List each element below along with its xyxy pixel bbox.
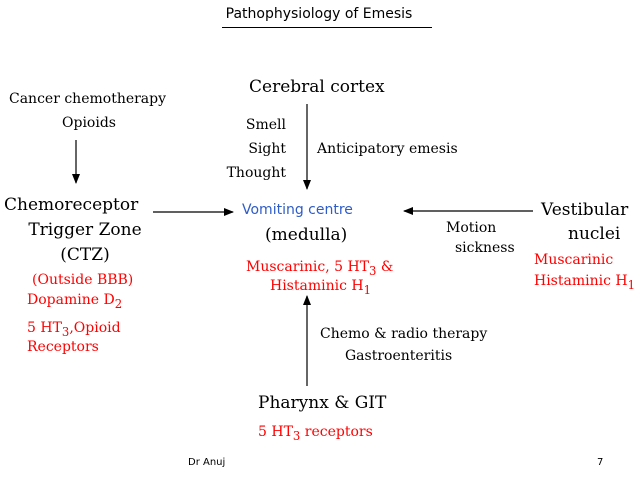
vestibular-receptor-muscarinic: Muscarinic <box>534 252 614 268</box>
footer-author: Dr Anuj <box>188 457 226 468</box>
pharynx-receptors: 5 HT3 receptors <box>258 424 373 443</box>
opioids-label: Opioids <box>62 115 116 131</box>
footer-page-number: 7 <box>597 457 604 468</box>
outside-bbb-note: (Outside BBB) <box>32 272 134 288</box>
stimulus-sight: Sight <box>248 141 286 157</box>
ctz-receptor-dopamine: Dopamine D2 <box>27 292 123 311</box>
anticipatory-emesis-label: Anticipatory emesis <box>317 141 458 157</box>
vestibular-label: Vestibular <box>541 200 629 220</box>
cancer-chemotherapy-label: Cancer chemotherapy <box>9 91 167 107</box>
ctz-receptor-5ht3: 5 HT3,Opioid <box>27 320 121 339</box>
ctz-line1: Chemoreceptor <box>4 195 139 215</box>
title-underline <box>222 27 432 28</box>
stimulus-thought: Thought <box>226 165 286 181</box>
vomiting-receptors-line1: Muscarinic, 5 HT3 & <box>246 259 394 278</box>
pharynx-git-label: Pharynx & GIT <box>258 393 387 413</box>
vomiting-receptors-line2: Histaminic H1 <box>270 278 372 297</box>
nuclei-label: nuclei <box>568 224 621 244</box>
motion-label: Motion <box>446 220 497 236</box>
ctz-receptor-label: Receptors <box>27 339 99 355</box>
cerebral-cortex-label: Cerebral cortex <box>249 77 385 97</box>
chemo-radio-label: Chemo & radio therapy <box>320 326 488 342</box>
ctz-line2: Trigger Zone <box>28 220 142 240</box>
gastroenteritis-label: Gastroenteritis <box>345 348 453 364</box>
ctz-line3: (CTZ) <box>60 245 110 265</box>
medulla-label: (medulla) <box>265 225 348 245</box>
stimulus-smell: Smell <box>245 117 286 133</box>
vestibular-receptor-histaminic: Histaminic H1 <box>534 273 636 292</box>
slide-title: Pathophysiology of Emesis <box>225 6 413 22</box>
sickness-label: sickness <box>455 240 515 256</box>
vomiting-centre-label: Vomiting centre <box>242 202 353 218</box>
